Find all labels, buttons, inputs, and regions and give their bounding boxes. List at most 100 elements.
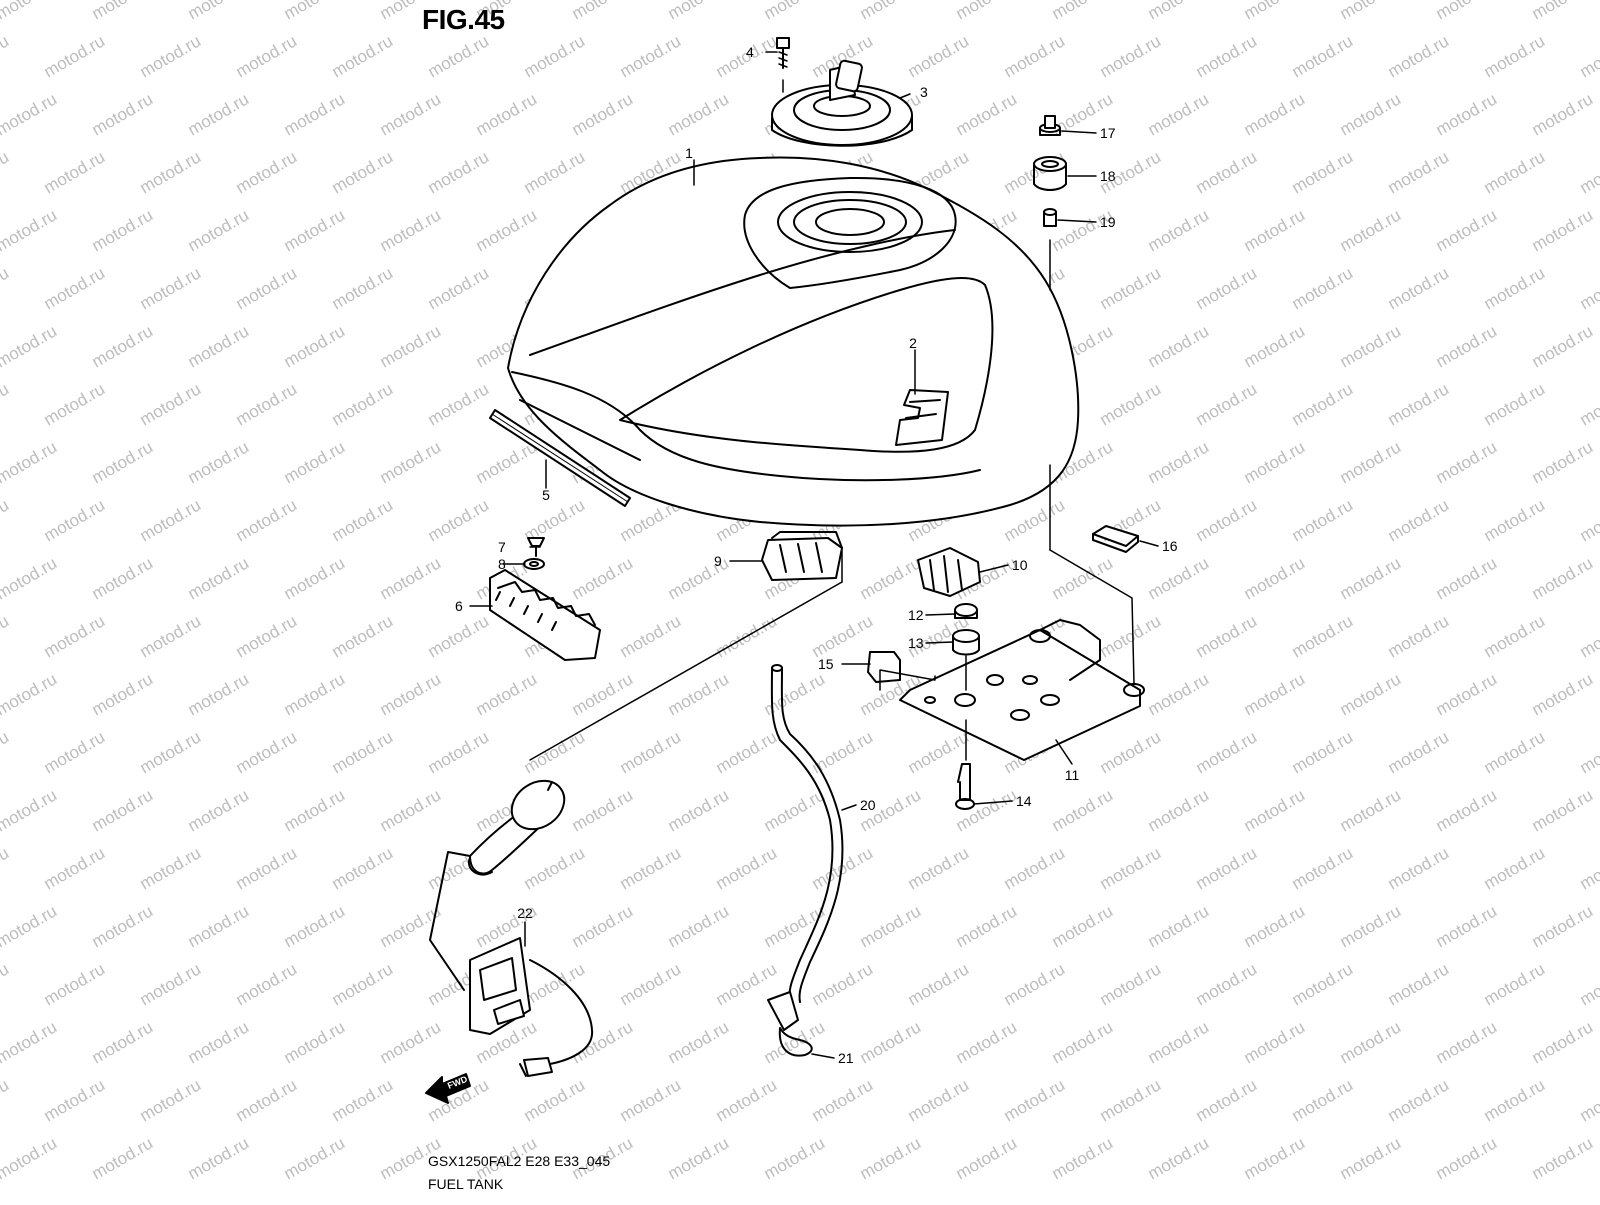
watermark-text: motod.ru: [185, 553, 253, 603]
watermark-text: motod.ru: [473, 205, 541, 255]
watermark-text: motod.ru: [665, 553, 733, 603]
watermark-text: motod.ru: [1289, 31, 1357, 81]
watermark-text: motod.ru: [1289, 495, 1357, 545]
watermark-text: motod.ru: [233, 263, 301, 313]
callout-8: 8: [498, 556, 506, 572]
watermark-text: motod.ru: [1529, 553, 1597, 603]
watermark-text: motod.ru: [0, 727, 12, 777]
watermark-text: motod.ru: [1433, 321, 1501, 371]
watermark-text: motod.ru: [1241, 669, 1309, 719]
watermark-text: motod.ru: [1145, 785, 1213, 835]
watermark-text: motod.ru: [809, 611, 877, 661]
watermark-text: motod.ru: [713, 1075, 781, 1125]
watermark-text: motod.ru: [233, 379, 301, 429]
figure-title: FIG.45: [422, 4, 505, 36]
watermark-text: motod.ru: [1145, 321, 1213, 371]
watermark-text: motod.ru: [281, 553, 349, 603]
watermark-text: motod.ru: [0, 959, 12, 1009]
callout-6: 6: [455, 598, 463, 614]
watermark-text: motod.ru: [1097, 727, 1165, 777]
watermark-text: motod.ru: [1337, 785, 1405, 835]
watermark-text: motod.ru: [329, 959, 397, 1009]
watermark-text: motod.ru: [569, 89, 637, 139]
watermark-text: motod.ru: [0, 1075, 12, 1125]
watermark-text: motod.ru: [0, 553, 60, 603]
watermark-text: motod.ru: [857, 0, 925, 23]
watermark-text: motod.ru: [425, 379, 493, 429]
callout-19: 19: [1100, 214, 1116, 230]
watermark-text: motod.ru: [89, 89, 157, 139]
watermark-text: motod.ru: [377, 1017, 445, 1067]
callout-13: 13: [908, 635, 924, 651]
callout-17: 17: [1100, 125, 1116, 141]
watermark-text: motod.ru: [617, 1075, 685, 1125]
watermark-text: motod.ru: [1145, 205, 1213, 255]
watermark-text: motod.ru: [1049, 901, 1117, 951]
watermark-text: motod.ru: [0, 843, 12, 893]
watermark-text: motod.ru: [1049, 1017, 1117, 1067]
watermark-text: motod.ru: [329, 843, 397, 893]
watermark-text: motod.ru: [1145, 1133, 1213, 1183]
watermark-text: motod.ru: [1097, 611, 1165, 661]
breather-hose: [772, 665, 843, 1002]
watermark-text: motod.ru: [377, 89, 445, 139]
watermark-text: motod.ru: [857, 553, 925, 603]
watermark-text: motod.ru: [0, 147, 12, 197]
watermark-text: motod.ru: [1193, 147, 1261, 197]
watermark-text: motod.ru: [1481, 727, 1549, 777]
watermark-text: motod.ru: [185, 1133, 253, 1183]
watermark-text: motod.ru: [521, 959, 589, 1009]
watermark-text: motod.ru: [137, 263, 205, 313]
watermark-text: motod.ru: [41, 147, 109, 197]
watermark-text: motod.ru: [809, 959, 877, 1009]
watermark-text: motod.ru: [1097, 1075, 1165, 1125]
watermark-text: motod.ru: [1145, 1017, 1213, 1067]
watermark-text: motod.ru: [1049, 785, 1117, 835]
watermark-text: motod.ru: [377, 437, 445, 487]
watermark-text: motod.ru: [1049, 0, 1117, 23]
watermark-text: motod.ru: [1241, 1017, 1309, 1067]
callout-18: 18: [1100, 168, 1116, 184]
watermark-text: motod.ru: [1337, 1017, 1405, 1067]
watermark-text: motod.ru: [281, 901, 349, 951]
callout-7: 7: [498, 539, 506, 555]
watermark-text: motod.ru: [1145, 0, 1213, 23]
watermark-text: motod.ru: [521, 31, 589, 81]
watermark-text: motod.ru: [185, 901, 253, 951]
watermark-text: motod.ru: [329, 1075, 397, 1125]
watermark-text: motod.ru: [1577, 147, 1600, 197]
watermark-text: motod.ru: [137, 495, 205, 545]
watermark-text: motod.ru: [41, 611, 109, 661]
watermark-text: motod.ru: [1577, 1075, 1600, 1125]
watermark-text: motod.ru: [377, 669, 445, 719]
watermark-text: motod.ru: [569, 785, 637, 835]
watermark-text: motod.ru: [1481, 263, 1549, 313]
watermark-text: motod.ru: [1577, 843, 1600, 893]
watermark-text: motod.ru: [809, 1075, 877, 1125]
watermark-text: motod.ru: [1289, 1075, 1357, 1125]
watermark-text: motod.ru: [281, 1017, 349, 1067]
watermark-text: motod.ru: [0, 901, 60, 951]
watermark-text: motod.ru: [617, 31, 685, 81]
watermark-text: motod.ru: [1433, 0, 1501, 23]
watermark-text: motod.ru: [1289, 147, 1357, 197]
fuel-cap: [772, 60, 912, 146]
watermark-text: motod.ru: [137, 1075, 205, 1125]
watermark-text: motod.ru: [89, 1017, 157, 1067]
watermark-text: motod.ru: [41, 727, 109, 777]
collar: [1044, 209, 1056, 226]
watermark-text: motod.ru: [1049, 205, 1117, 255]
watermark-text: motod.ru: [1337, 669, 1405, 719]
watermark-text: motod.ru: [1529, 901, 1597, 951]
watermark-text: motod.ru: [233, 1075, 301, 1125]
watermark-text: motod.ru: [1529, 205, 1597, 255]
watermark-text: motod.ru: [89, 785, 157, 835]
watermark-text: motod.ru: [185, 669, 253, 719]
bushing: [953, 630, 979, 655]
watermark-text: motod.ru: [1337, 205, 1405, 255]
callout-4: 4: [746, 44, 754, 60]
watermark-text: motod.ru: [569, 669, 637, 719]
washer: [524, 559, 544, 569]
watermark-text: motod.ru: [521, 727, 589, 777]
